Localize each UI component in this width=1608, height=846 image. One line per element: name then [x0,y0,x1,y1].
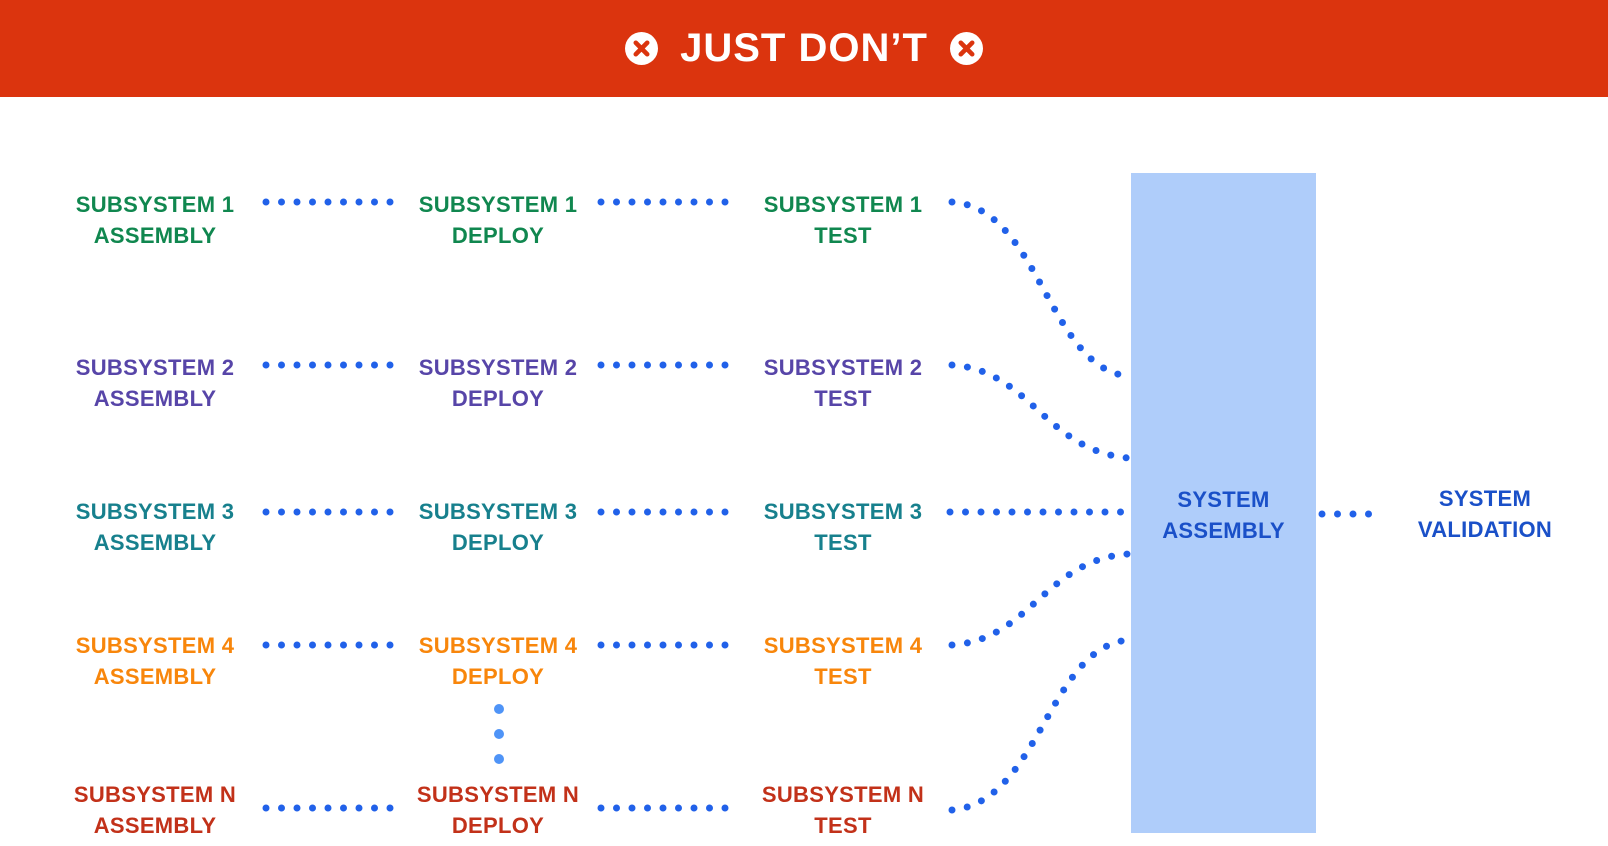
stage-label: TEST [814,223,872,248]
subsystem-name: SUBSYSTEM 1 [418,192,578,217]
subsystem-1-test-node: SUBSYSTEM 1 TEST [764,189,923,251]
subsystem-name: SUBSYSTEM 1 [763,192,923,217]
subsystem-2-deploy-node: SUBSYSTEM 2 DEPLOY [419,352,578,414]
system-assembly-line1: SYSTEM [1177,487,1270,512]
stage-label: TEST [814,530,872,555]
x-circle-icon [625,32,659,65]
system-assembly-box: SYSTEM ASSEMBLY [1131,173,1316,833]
subsystem-4-test-node: SUBSYSTEM 4 TEST [764,630,923,692]
subsystem-n-test-node: SUBSYSTEM N TEST [762,779,924,841]
dotted-curve-row2-to-system [948,361,1132,462]
stage-label: ASSEMBLY [93,223,217,248]
subsystem-name: SUBSYSTEM 2 [75,355,235,380]
stage-label: ASSEMBLY [93,813,217,838]
subsystem-3-assembly-node: SUBSYSTEM 3 ASSEMBLY [76,496,235,558]
subsystem-3-deploy-node: SUBSYSTEM 3 DEPLOY [419,496,578,558]
dotted-curve-row4-to-system [948,550,1132,649]
subsystem-flow-diagram: SUBSYSTEM 1 ASSEMBLY SUBSYSTEM 1 DEPLOY … [0,97,1608,846]
subsystem-2-assembly-node: SUBSYSTEM 2 ASSEMBLY [76,352,235,414]
subsystem-name: SUBSYSTEM N [73,782,237,807]
stage-label: DEPLOY [451,813,545,838]
system-validation-line2: VALIDATION [1417,517,1553,542]
system-assembly-line2: ASSEMBLY [1162,518,1285,543]
stage-label: TEST [814,813,872,838]
subsystem-name: SUBSYSTEM 3 [75,499,235,524]
subsystem-1-deploy-node: SUBSYSTEM 1 DEPLOY [419,189,578,251]
subsystem-name: SUBSYSTEM 4 [763,633,923,658]
subsystem-name: SUBSYSTEM 3 [763,499,923,524]
stage-label: ASSEMBLY [93,664,217,689]
dotted-connectors [262,198,1388,814]
vertical-ellipsis-dots [494,704,504,764]
subsystem-4-deploy-node: SUBSYSTEM 4 DEPLOY [419,630,578,692]
dotted-curve-row1-to-system [948,198,1132,380]
stage-label: TEST [814,386,872,411]
stage-label: DEPLOY [451,386,545,411]
subsystem-name: SUBSYSTEM N [761,782,925,807]
subsystem-n-assembly-node: SUBSYSTEM N ASSEMBLY [74,779,236,841]
stage-label: TEST [814,664,872,689]
stage-label: DEPLOY [451,664,545,689]
subsystem-name: SUBSYSTEM 3 [418,499,578,524]
banner: JUST DON’T [0,0,1608,97]
subsystem-name: SUBSYSTEM 2 [763,355,923,380]
stage-label: ASSEMBLY [93,386,217,411]
system-validation-label: SYSTEM VALIDATION [1418,483,1552,545]
stage-label: DEPLOY [451,530,545,555]
system-assembly-label: SYSTEM ASSEMBLY [1131,484,1316,546]
subsystem-name: SUBSYSTEM N [416,782,580,807]
dotted-curve-rowN-to-system [948,636,1132,814]
subsystem-n-deploy-node: SUBSYSTEM N DEPLOY [417,779,579,841]
subsystem-2-test-node: SUBSYSTEM 2 TEST [764,352,923,414]
stage-label: ASSEMBLY [93,530,217,555]
subsystem-name: SUBSYSTEM 1 [75,192,235,217]
subsystem-1-assembly-node: SUBSYSTEM 1 ASSEMBLY [76,189,235,251]
stage-label: DEPLOY [451,223,545,248]
system-validation-line1: SYSTEM [1438,486,1532,511]
x-circle-icon [949,32,983,65]
subsystem-4-assembly-node: SUBSYSTEM 4 ASSEMBLY [76,630,235,692]
subsystem-name: SUBSYSTEM 2 [418,355,578,380]
subsystem-name: SUBSYSTEM 4 [75,633,235,658]
subsystem-3-test-node: SUBSYSTEM 3 TEST [764,496,923,558]
subsystem-name: SUBSYSTEM 4 [418,633,578,658]
banner-title: JUST DON’T [680,26,928,70]
